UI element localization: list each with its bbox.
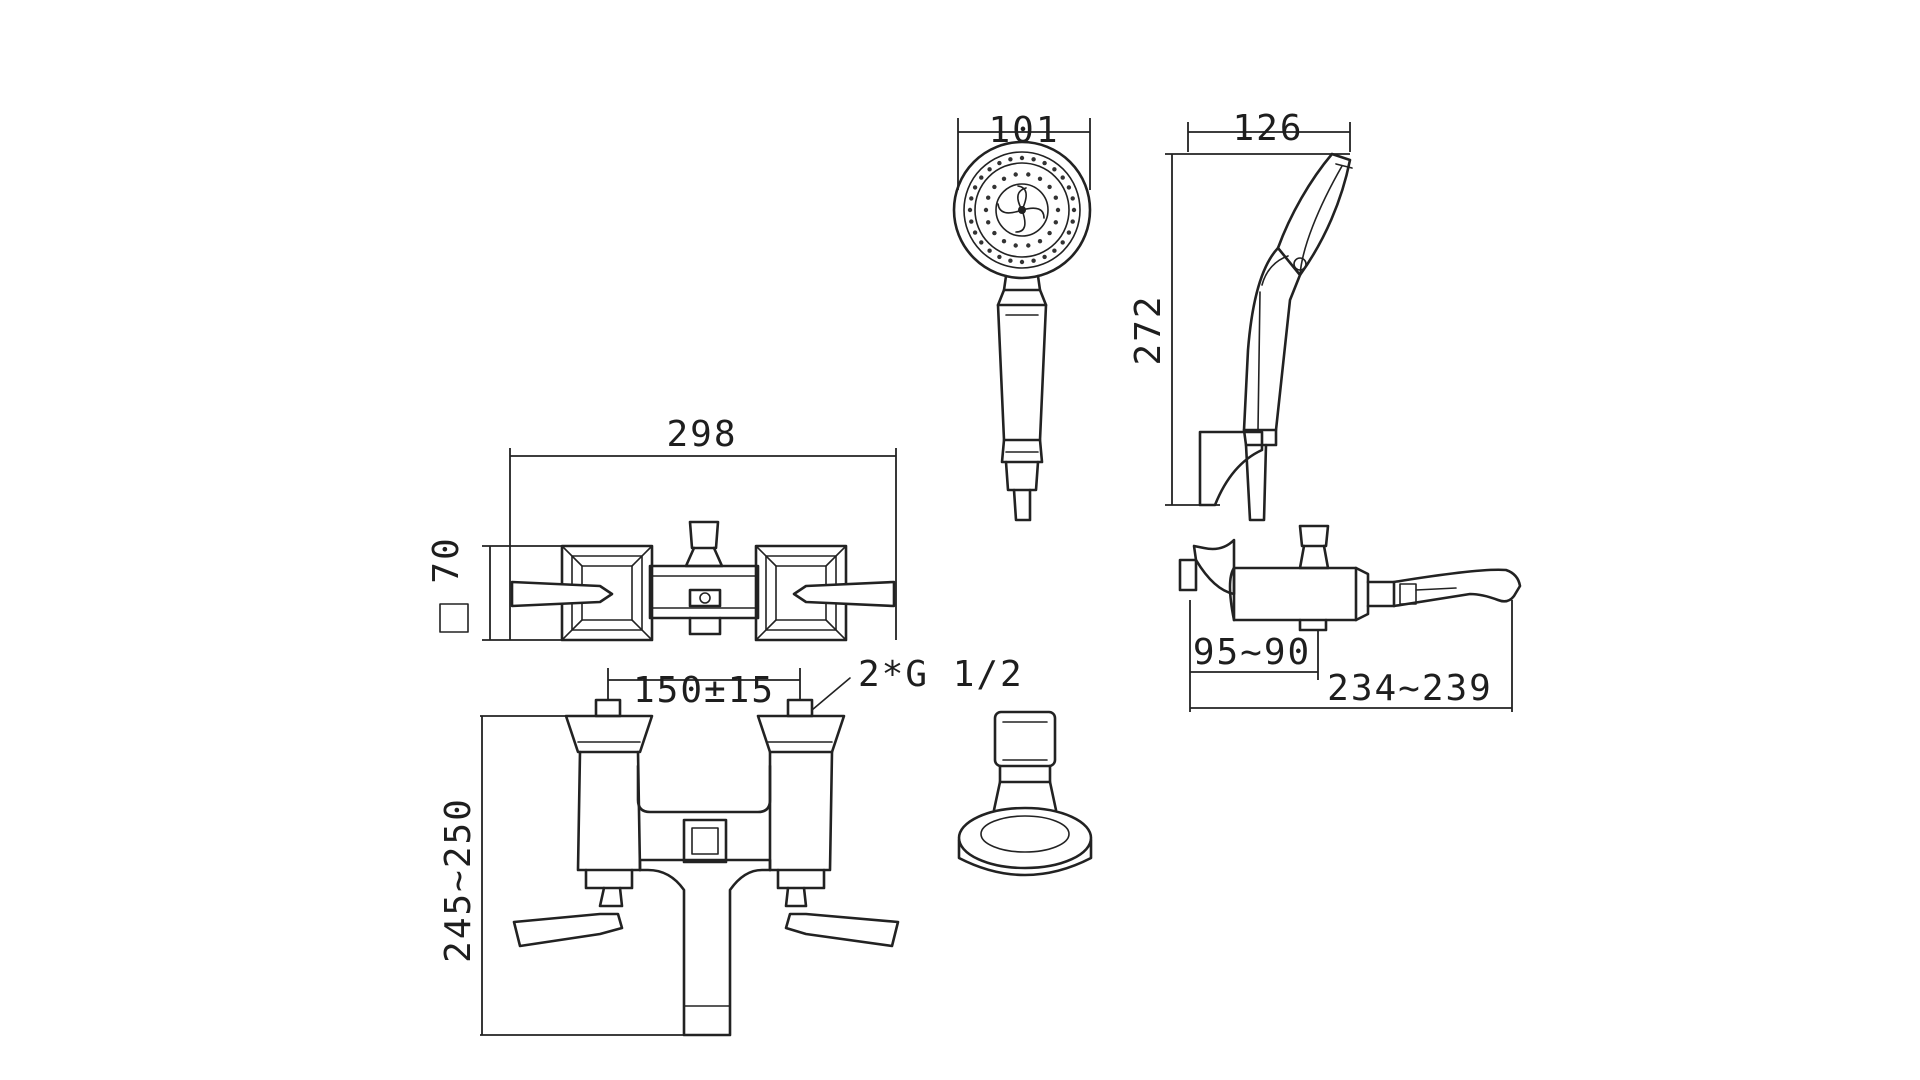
- nozzle-dot: [1053, 220, 1059, 225]
- nozzle-dot: [1071, 207, 1077, 213]
- dim-centers: 150±15: [633, 670, 775, 711]
- spray-pattern-icon: [997, 185, 1045, 233]
- nozzle-dot: [1052, 167, 1057, 172]
- mixer-top-view: 298 70: [426, 414, 897, 642]
- dim-spout-length: 234~239: [1327, 668, 1493, 709]
- nozzle-dot: [1070, 219, 1075, 224]
- nozzle-dot: [972, 185, 978, 190]
- nozzle-dot: [1019, 155, 1025, 161]
- nozzle-dot: [1066, 185, 1072, 190]
- nozzle-dot: [1026, 172, 1031, 177]
- nozzle-dot: [1008, 258, 1013, 263]
- nozzle-dot: [997, 160, 1002, 166]
- dim-mixer-width: 298: [666, 414, 737, 455]
- nozzle-dot: [1053, 195, 1059, 200]
- nozzle-dot: [1042, 160, 1047, 166]
- nozzle-dot: [986, 195, 991, 200]
- nozzle-dot: [1019, 259, 1025, 265]
- nozzle-dot: [983, 207, 989, 213]
- nozzle-dot: [1013, 243, 1018, 248]
- nozzle-dot: [1026, 243, 1031, 248]
- nozzle-dot: [992, 184, 997, 190]
- dim-mixer-height: 245~250: [438, 797, 479, 963]
- dim-spout-offset: 95~90: [1193, 632, 1311, 673]
- nozzle-dot: [992, 230, 997, 236]
- nozzle-dot: [997, 254, 1002, 260]
- handshower-front-view: 101: [952, 110, 1092, 522]
- dim-head-depth: 126: [1232, 108, 1303, 149]
- nozzle-dot: [979, 175, 984, 180]
- nozzle-dot: [1031, 157, 1036, 162]
- nozzle-dot: [972, 230, 978, 235]
- square-section-icon: [439, 603, 469, 633]
- nozzle-dot: [986, 220, 991, 225]
- nozzle-dot: [1052, 248, 1057, 253]
- handshower-holder: [957, 710, 1093, 877]
- nozzle-dot: [979, 240, 984, 245]
- nozzle-dot: [1070, 196, 1075, 201]
- nozzle-dot: [1060, 240, 1065, 245]
- nozzle-dot: [969, 219, 974, 224]
- nozzle-dot: [1008, 157, 1013, 162]
- nozzle-dot: [1047, 184, 1052, 190]
- nozzle-dot: [1042, 254, 1047, 260]
- nozzle-dot: [1037, 239, 1043, 244]
- nozzle-dot: [1047, 230, 1052, 236]
- nozzle-dot: [987, 248, 992, 253]
- mixer-side-view: 95~90 234~239: [1178, 524, 1522, 712]
- nozzle-dot: [1037, 176, 1043, 181]
- nozzle-dot: [1001, 176, 1007, 181]
- label-connection: 2*G 1/2: [858, 654, 1024, 695]
- dim-head-width: 101: [988, 110, 1059, 151]
- nozzle-dot: [1066, 230, 1072, 235]
- mixer-front-view: 150±15 2*G 1/2 245~250: [438, 654, 1024, 1037]
- nozzle-dot: [969, 196, 974, 201]
- nozzle-dot: [1055, 207, 1061, 213]
- nozzle-dot: [967, 207, 973, 213]
- nozzle-dot: [1001, 239, 1007, 244]
- nozzle-dot: [1031, 258, 1036, 263]
- nozzle-dot: [1060, 175, 1065, 180]
- nozzle-dot: [987, 167, 992, 172]
- dim-handshower-height: 272: [1128, 294, 1169, 365]
- nozzle-ring: [967, 155, 1077, 265]
- dim-body-section: 70: [426, 536, 467, 583]
- handshower-side-view: 126 272: [1128, 108, 1353, 522]
- nozzle-dot: [1013, 172, 1018, 177]
